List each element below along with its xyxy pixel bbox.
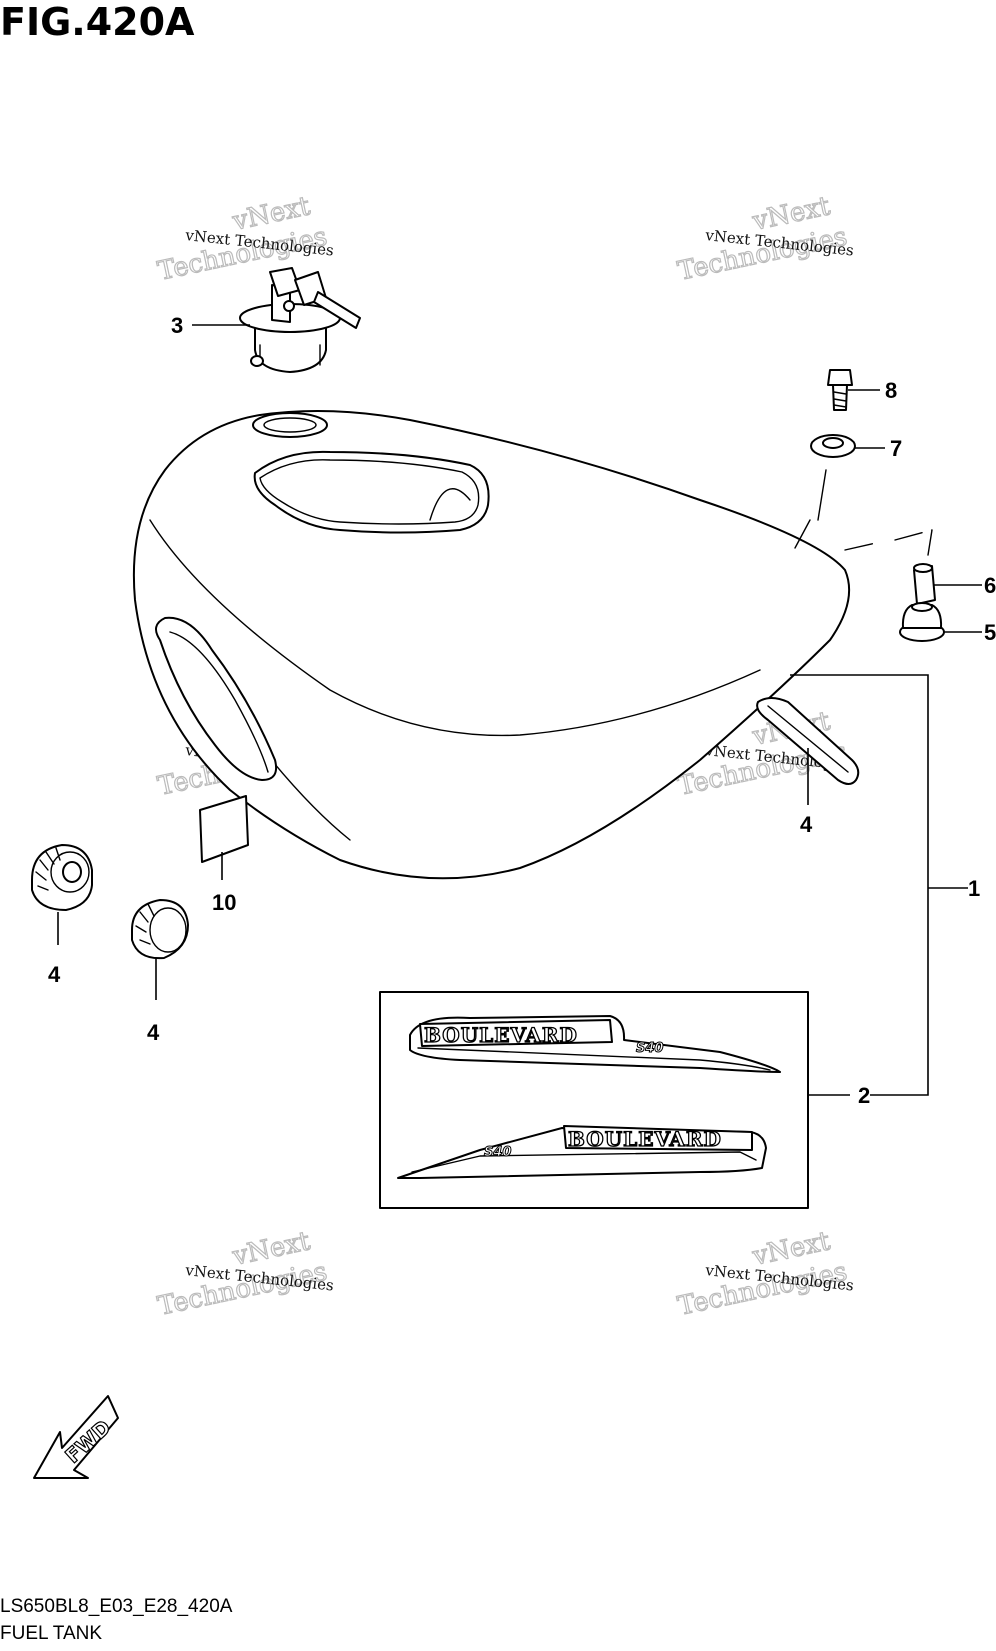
label-drawing[interactable] <box>199 795 249 863</box>
washer-drawing[interactable] <box>810 434 856 458</box>
fuel-cap-drawing[interactable] <box>239 267 361 373</box>
watermark-top-right: vNext Technologies vNext Technologies <box>675 191 855 288</box>
callout-5: 4 <box>800 812 813 837</box>
callout-3: 3 <box>171 313 183 338</box>
cushion-left-drawing[interactable] <box>31 844 93 911</box>
callout-9: 8 <box>885 378 897 403</box>
callout-4b: 4 <box>147 1020 160 1045</box>
mounting-cushion-drawing[interactable] <box>899 602 945 642</box>
watermark-top-left: vNext Technologies vNext Technologies <box>155 191 335 288</box>
emblem-upper-drawing[interactable]: BOULEVARD S40 <box>409 1015 781 1073</box>
figure-name: FUEL TANK <box>0 1623 103 1644</box>
callout-2: 2 <box>858 1083 870 1108</box>
figure-title: FIG.420A <box>0 0 195 44</box>
watermark-bottom-right: vNext Technologies vNext Technologies <box>675 1226 855 1323</box>
callout-6: 5 <box>984 620 996 645</box>
assembly-line-top <box>817 469 827 521</box>
callout-1: 1 <box>968 876 980 901</box>
cushion-right-drawing[interactable] <box>131 899 189 960</box>
callout-7: 6 <box>984 573 996 598</box>
emblem-lower-model: S40 <box>484 1145 511 1160</box>
emblem-upper-model: S40 <box>636 1041 663 1056</box>
spacer-drawing[interactable] <box>913 563 936 605</box>
bolt-drawing[interactable] <box>827 369 853 411</box>
assembly-line-side <box>844 529 933 556</box>
callout-10: 10 <box>212 890 236 915</box>
fuel-tank-drawing[interactable] <box>132 410 851 880</box>
watermark-bottom-left: vNext Technologies vNext Technologies <box>155 1226 335 1323</box>
tank-trim-strip-drawing[interactable] <box>756 697 860 785</box>
emblem-lower-drawing[interactable]: BOULEVARD S40 <box>397 1125 767 1179</box>
emblem-set-box <box>379 991 809 1209</box>
callout-4a: 4 <box>48 962 61 987</box>
emblem-upper-brand: BOULEVARD <box>424 1023 578 1047</box>
fwd-arrow: FWD <box>33 1395 119 1479</box>
callout-8: 7 <box>890 436 902 461</box>
figure-code: LS650BL8_E03_E28_420A <box>0 1596 233 1617</box>
emblem-lower-brand: BOULEVARD <box>568 1127 722 1151</box>
bracket-1 <box>790 674 968 1096</box>
